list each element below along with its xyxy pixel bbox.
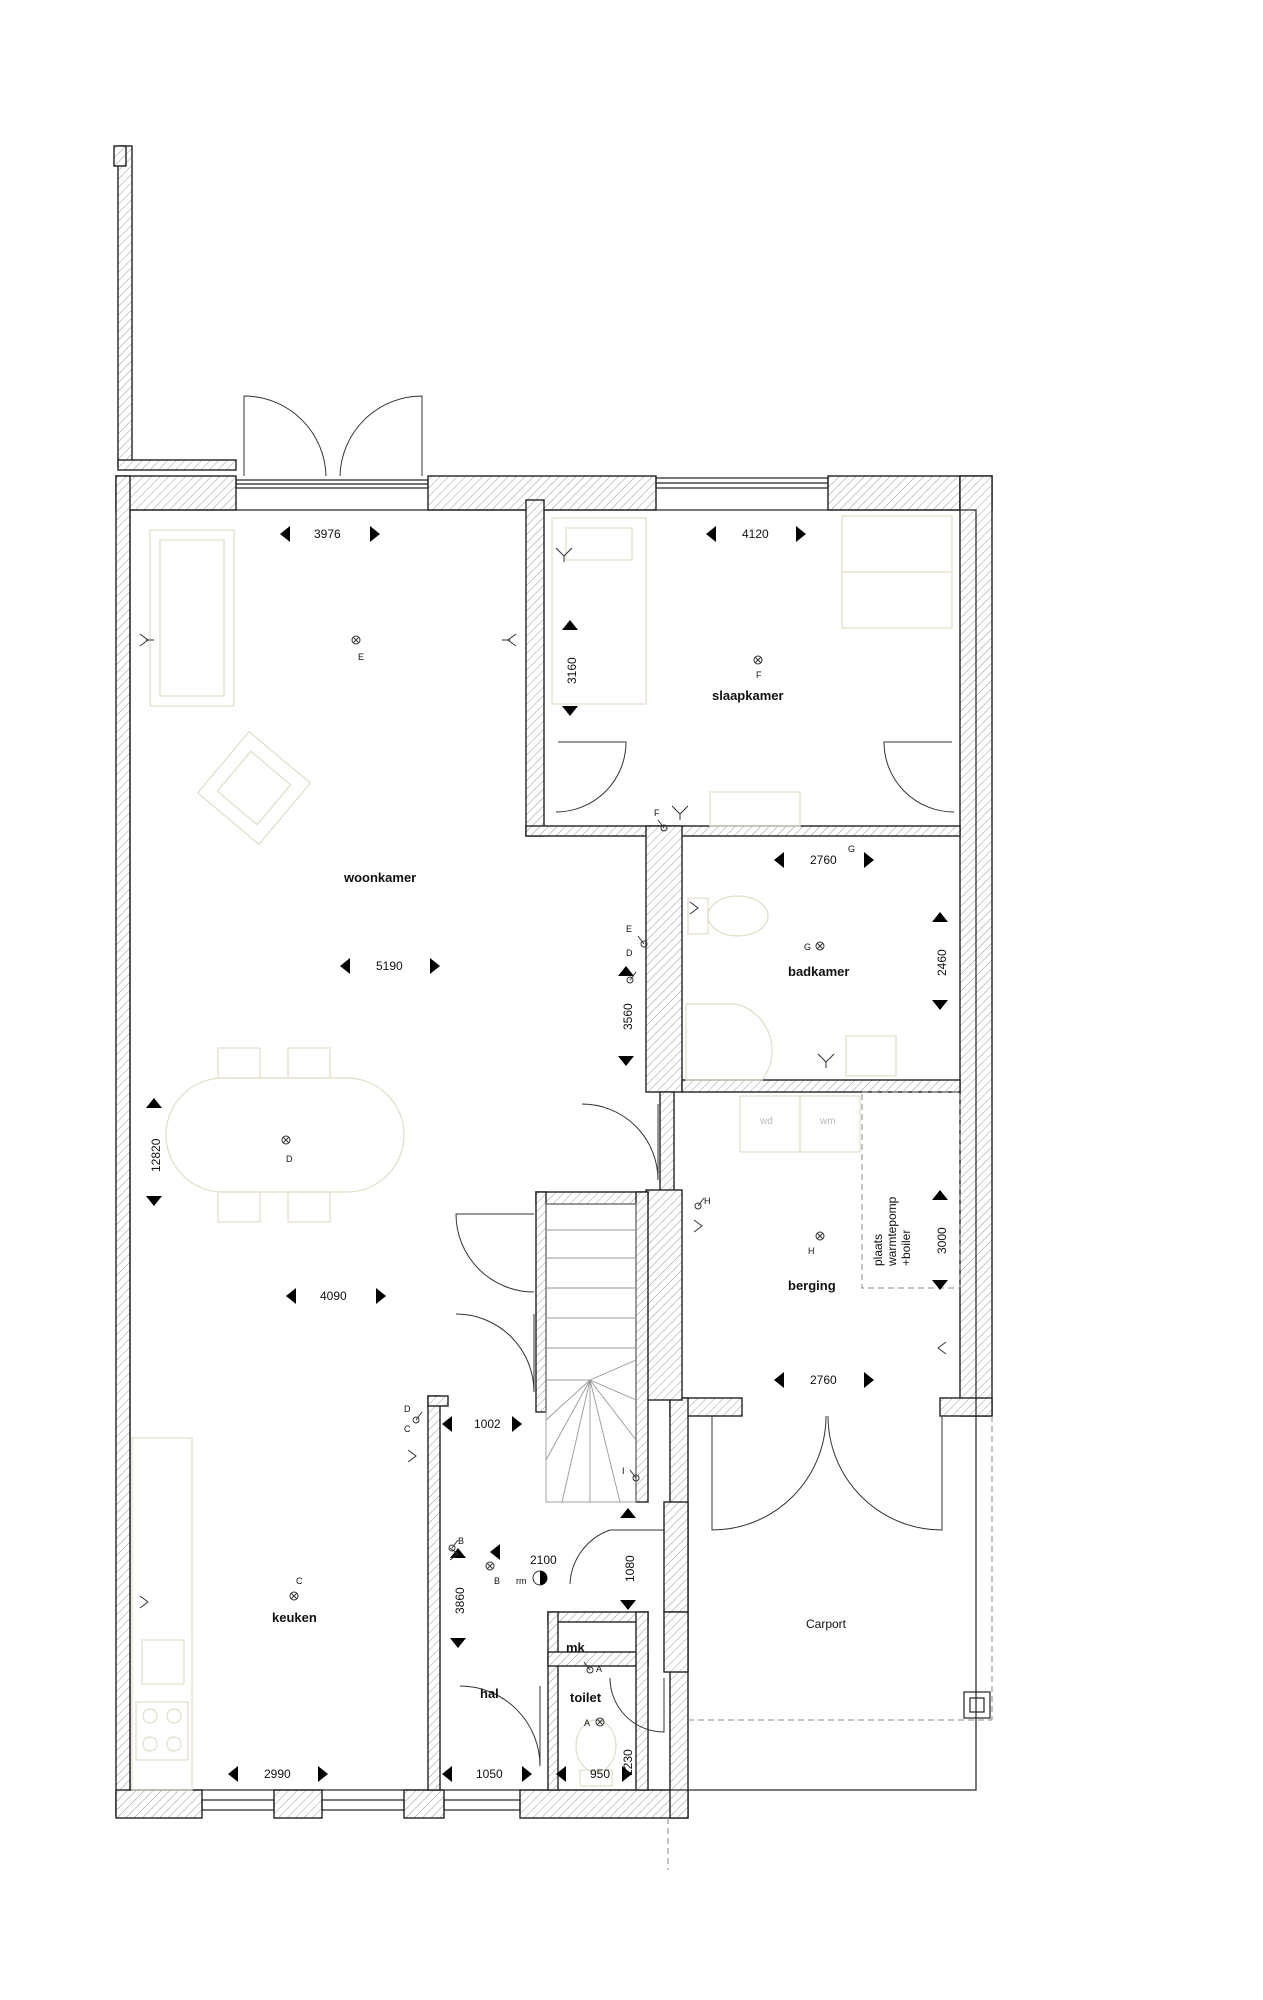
- switch-label-i: I: [622, 1466, 625, 1476]
- misc-labels: wd wm rm plaats warmtepomp +boiler: [516, 1116, 913, 1586]
- socket-icon: [407, 1449, 417, 1463]
- garden-fence: [113, 145, 237, 471]
- socket-icon: [139, 633, 154, 647]
- lamp-label-b: B: [494, 1576, 500, 1586]
- dimension-slaap-width: 4120: [742, 527, 769, 541]
- dimension-hal-width-top: 1002: [474, 1417, 501, 1431]
- switch-label-h: H: [704, 1196, 711, 1206]
- dimension-hal-depth: 3860: [453, 1587, 467, 1614]
- lamp-label-h: H: [808, 1246, 815, 1256]
- lamp-icon: [815, 941, 825, 951]
- dashed-outlines: [667, 1091, 993, 1870]
- lamp-label-e: E: [358, 652, 364, 662]
- switch-label-g: G: [848, 844, 855, 854]
- lamp-icon: [281, 1135, 291, 1145]
- lamp-icon: [485, 1561, 495, 1571]
- dimension-toilet-width: 950: [590, 1767, 610, 1781]
- lamp-icon: [815, 1231, 825, 1241]
- lamp-icon: [595, 1717, 605, 1727]
- switch-icon: [626, 971, 637, 984]
- socket-icon: [817, 1053, 835, 1068]
- lamp-label-f: F: [756, 670, 762, 680]
- dimension-toilet-depth: 1230: [621, 1749, 635, 1776]
- dimension-stair-area: 2100: [530, 1553, 557, 1567]
- switch-label-d: D: [626, 948, 633, 958]
- socket-icon: [689, 901, 699, 915]
- dimension-berging-depth: 3000: [935, 1227, 949, 1254]
- room-label-slaapkamer: slaapkamer: [712, 688, 784, 703]
- dimension-slaap-depth: 3160: [565, 657, 579, 684]
- room-label-badkamer: badkamer: [788, 964, 849, 979]
- switch-icon: [629, 1469, 640, 1482]
- lamp-symbols: E F G H D C B A: [281, 635, 825, 1728]
- switch-label-a: A: [596, 1664, 602, 1674]
- room-label-hal: hal: [480, 1686, 499, 1701]
- lamp-label-d: D: [286, 1154, 293, 1164]
- dimension-annotations: 3976 4120 2760 5190 4090 2760 1002 2990 …: [146, 526, 949, 1782]
- room-label-woonkamer: woonkamer: [343, 870, 416, 885]
- lamp-label-g: G: [804, 942, 811, 952]
- smoke-detector-icon: [532, 1570, 548, 1586]
- windows: [201, 477, 829, 1811]
- dimension-woon-mid: 5190: [376, 959, 403, 973]
- switch-icon: [448, 1539, 459, 1552]
- doors: [243, 395, 955, 1767]
- furniture: [131, 515, 953, 1791]
- dimension-bad-depth: 2460: [935, 949, 949, 976]
- socket-icon: [502, 633, 517, 647]
- label-rm: rm: [516, 1576, 527, 1586]
- switch-symbols: F G E D H D C B I A: [139, 547, 947, 1674]
- wall-inner-lines: [129, 509, 977, 1791]
- dimension-woon-width-top: 3976: [314, 527, 341, 541]
- lamp-label-c: C: [296, 1576, 303, 1586]
- room-label-carport: Carport: [806, 1617, 847, 1631]
- room-label-keuken: keuken: [272, 1610, 317, 1625]
- label-warmtepomp-line1: plaats: [871, 1234, 885, 1266]
- switch-label-d2: D: [404, 1404, 411, 1414]
- switch-label-f: F: [654, 808, 660, 818]
- room-label-berging: berging: [788, 1278, 836, 1293]
- dimension-berging-width: 2760: [810, 1373, 837, 1387]
- socket-icon: [937, 1341, 947, 1355]
- label-warmtepomp-line2: warmtepomp: [885, 1196, 899, 1267]
- label-wm: wm: [819, 1116, 836, 1127]
- staircase: [545, 1203, 637, 1503]
- socket-icon: [139, 1595, 149, 1609]
- lamp-icon: [351, 635, 361, 645]
- lamp-icon: [753, 655, 763, 665]
- dimension-hal-width-bottom: 1050: [476, 1767, 503, 1781]
- socket-icon: [693, 1219, 703, 1233]
- switch-label-b: B: [458, 1536, 464, 1546]
- socket-icon: [671, 805, 689, 820]
- switch-icon: [412, 1411, 423, 1424]
- dimension-meter-depth: 1080: [623, 1555, 637, 1582]
- dimension-woon-side: 3560: [621, 1003, 635, 1030]
- room-label-mk: mk: [566, 1640, 586, 1655]
- socket-icon: [449, 1547, 459, 1561]
- switch-icon: [583, 1661, 594, 1674]
- lamp-label-a: A: [584, 1718, 590, 1728]
- switch-icon: [637, 935, 648, 948]
- lamp-icon: [289, 1591, 299, 1601]
- switch-label-c: C: [404, 1424, 411, 1434]
- dimension-bad-width: 2760: [810, 853, 837, 867]
- socket-icon: [555, 547, 573, 562]
- switch-icon: [694, 1197, 705, 1210]
- label-wd: wd: [759, 1116, 773, 1127]
- switch-icon: [657, 819, 668, 832]
- room-labels: woonkamer slaapkamer badkamer berging ke…: [272, 688, 849, 1705]
- dimension-woon-lower: 4090: [320, 1289, 347, 1303]
- interior-walls: [427, 499, 961, 1791]
- room-label-toilet: toilet: [570, 1690, 602, 1705]
- dimension-woon-length: 12820: [149, 1138, 163, 1172]
- label-warmtepomp-line3: +boiler: [899, 1230, 913, 1266]
- switch-label-e: E: [626, 924, 632, 934]
- dimension-keuken-width: 2990: [264, 1767, 291, 1781]
